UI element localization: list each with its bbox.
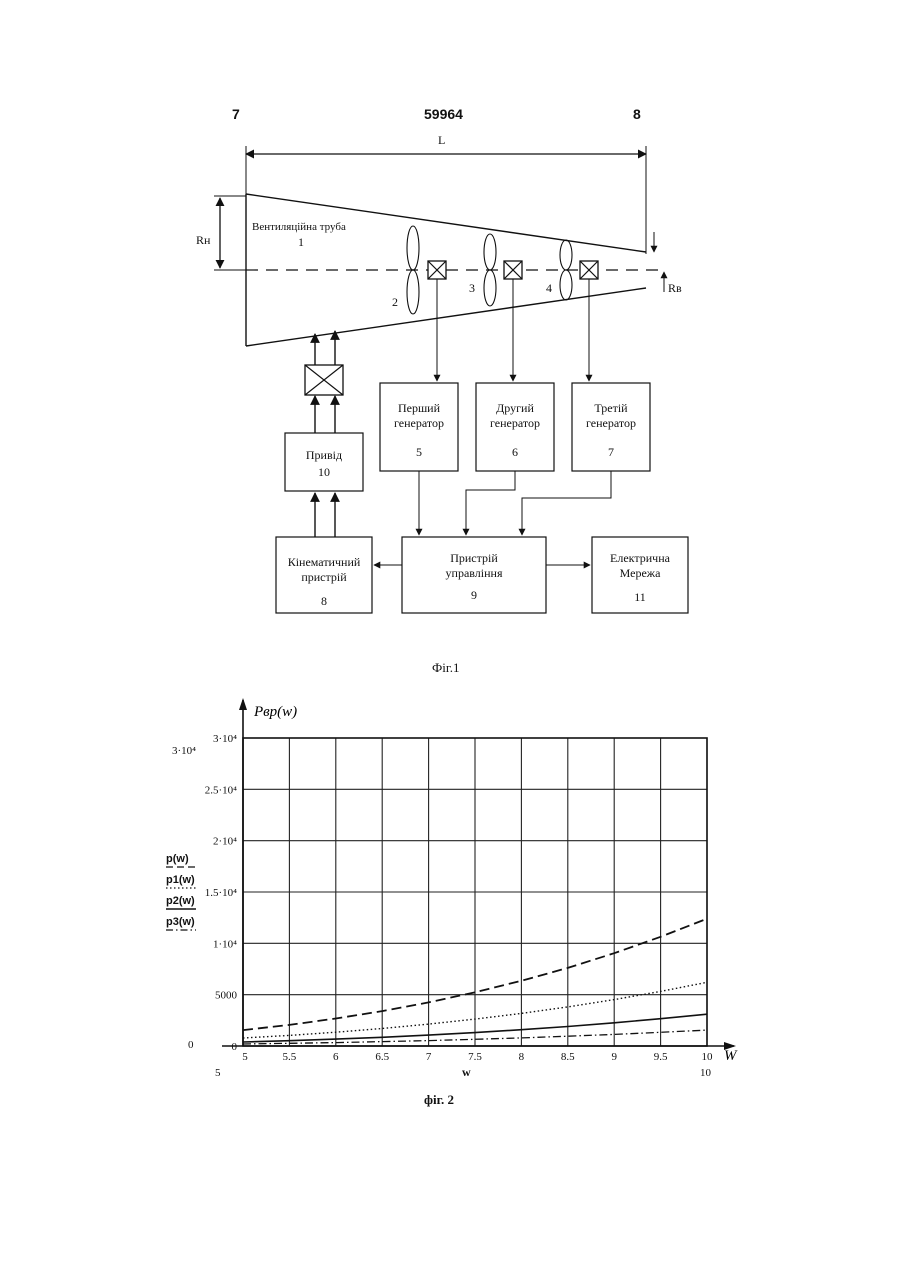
y-tick-label: 3·10⁴ bbox=[213, 733, 237, 745]
legend-p3: p3(w) bbox=[166, 916, 195, 928]
x-tick-label: 6.5 bbox=[375, 1051, 389, 1063]
y-tick-label: 2·10⁴ bbox=[213, 836, 237, 848]
x-tick-label: 5.5 bbox=[283, 1051, 297, 1063]
x-tick-label: 8 bbox=[519, 1051, 525, 1063]
y-axis-title: Pвр(w) bbox=[253, 704, 297, 720]
x-axis-label: w bbox=[462, 1065, 471, 1079]
y-tick-label: 0 bbox=[232, 1041, 238, 1053]
y-tick-label: 1·10⁴ bbox=[213, 938, 237, 950]
x-tick-label: 10 bbox=[702, 1051, 714, 1063]
legend-p1: p1(w) bbox=[166, 874, 195, 886]
chart-axes bbox=[222, 698, 736, 1050]
y-tick-label: 2.5·10⁴ bbox=[205, 784, 237, 796]
y-left-zero-label: 0 bbox=[188, 1039, 194, 1051]
y-tick-label: 1.5·10⁴ bbox=[205, 887, 237, 899]
x-tick-label: 7 bbox=[426, 1051, 432, 1063]
chart-grid bbox=[243, 738, 707, 1046]
x-tick-label: 8.5 bbox=[561, 1051, 575, 1063]
x-axis-title: W bbox=[724, 1048, 738, 1064]
legend-p2: p2(w) bbox=[166, 895, 195, 907]
x-tick-label: 7.5 bbox=[468, 1051, 482, 1063]
chart-legend: p(w) p1(w) p2(w) p3(w) bbox=[166, 853, 196, 930]
chart-ticks: 0 5000 1·10⁴ 1.5·10⁴ 2·10⁴ 2.5·10⁴ 3·10⁴ 5 5.5 6 6… bbox=[205, 733, 713, 1063]
x-min-label: 5 bbox=[215, 1067, 221, 1079]
x-tick-label: 9 bbox=[611, 1051, 617, 1063]
x-max-label: 10 bbox=[700, 1067, 712, 1079]
x-tick-label: 5 bbox=[242, 1051, 248, 1063]
fig2-caption: фіг. 2 bbox=[424, 1092, 454, 1108]
y-axis-arrow bbox=[239, 698, 247, 710]
y-left-top-label: 3·10⁴ bbox=[172, 745, 196, 757]
x-tick-label: 9.5 bbox=[654, 1051, 668, 1063]
legend-p: p(w) bbox=[166, 853, 189, 865]
y-tick-label: 5000 bbox=[215, 990, 238, 1002]
x-tick-label: 6 bbox=[333, 1051, 339, 1063]
